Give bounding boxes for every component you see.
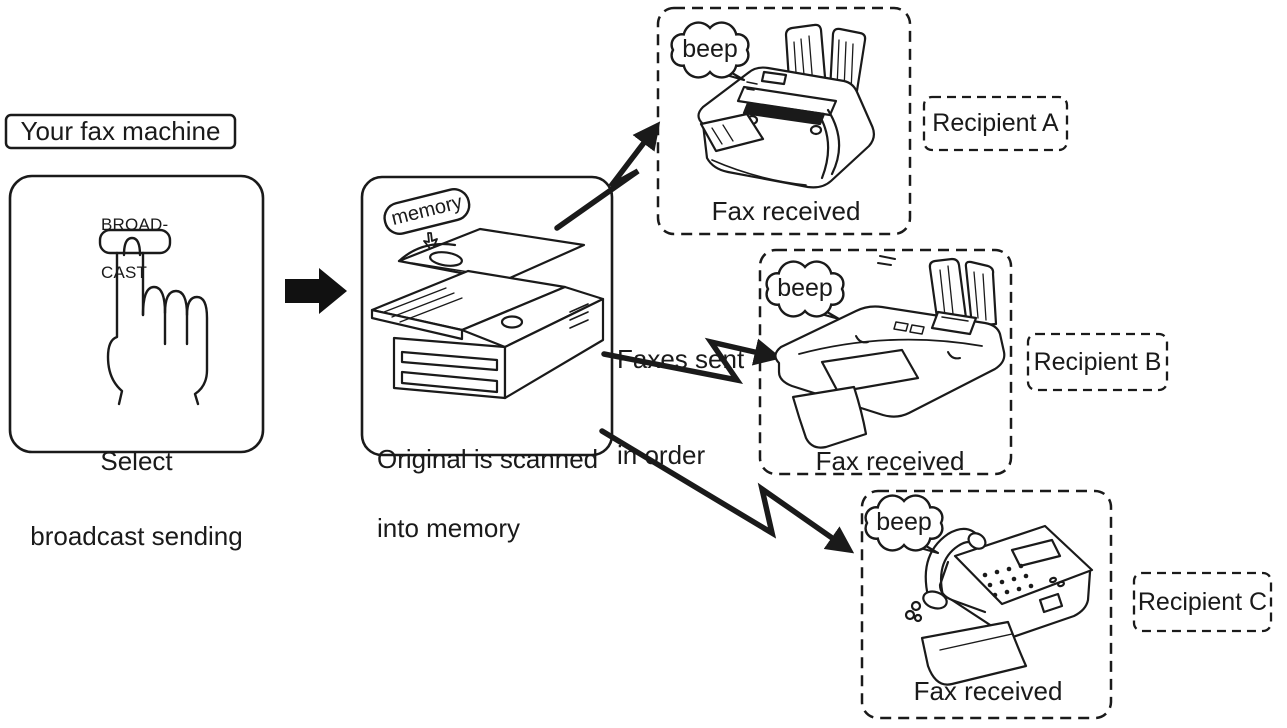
broadcast-line1: BROAD-	[101, 215, 169, 234]
recipient-c-fax-illustration	[904, 524, 1094, 686]
broadcast-button-label: BROAD- CAST	[101, 185, 168, 313]
recipient-c-tag: Recipient C	[1134, 573, 1271, 631]
recipient-c-tag-frame	[1132, 571, 1273, 633]
recipient-a-frame	[656, 6, 912, 236]
source-copier-illustration	[370, 227, 605, 400]
arrow-to-recipient-a	[554, 121, 661, 231]
recipient-c-frame	[860, 489, 1113, 720]
recipient-a-tag-frame	[922, 95, 1069, 152]
select-broadcast-panel-frame	[8, 174, 265, 454]
recipient-c-tag-text: Recipient C	[1137, 587, 1268, 616]
arrow-to-recipient-c	[599, 428, 855, 554]
recipient-a-fax-illustration	[697, 23, 876, 189]
faxes-sent-in-order-caption: Faxes sent in order	[617, 279, 744, 535]
beep-label-a: beep	[682, 34, 738, 63]
arrow-to-recipient-b	[601, 337, 782, 384]
faxes-sent-line2: in order	[617, 440, 706, 470]
faxes-sent-line1: Faxes sent	[617, 344, 745, 374]
recipient-a-tag-text: Recipient A	[932, 109, 1059, 137]
recipient-a-tag: Recipient A	[924, 97, 1067, 150]
recipient-b-tag: Recipient B	[1028, 334, 1167, 390]
your-fax-machine-label: Your fax machine	[6, 115, 235, 148]
beep-label-b: beep	[777, 273, 833, 302]
scanned-caption-line1: Original is scanned	[377, 444, 599, 474]
recipient-b-frame	[758, 248, 1013, 476]
scanned-caption-line2: into memory	[377, 513, 521, 543]
recipient-b-fax-illustration	[774, 255, 1006, 449]
your-fax-machine-frame	[4, 113, 237, 150]
step-arrow-icon	[285, 268, 347, 314]
scanned-into-memory-caption: Original is scanned into memory	[377, 402, 598, 586]
hand-pressing-broadcast-button-illustration	[98, 228, 209, 406]
select-broadcast-caption: Select broadcast sending	[10, 399, 263, 599]
select-caption-line1: Select	[100, 446, 173, 476]
fax-received-label-c: Fax received	[913, 676, 1063, 706]
recipient-b-tag-frame	[1026, 332, 1169, 392]
broadcast-button-icon	[98, 228, 172, 255]
your-fax-machine-text: Your fax machine	[20, 116, 221, 146]
fax-received-label-b: Fax received	[815, 446, 965, 476]
beep-label-c: beep	[876, 507, 932, 536]
select-caption-line2: broadcast sending	[30, 521, 243, 551]
fax-received-label-a: Fax received	[711, 196, 861, 226]
send-arrows	[554, 121, 855, 554]
recipient-b-tag-text: Recipient B	[1033, 347, 1162, 376]
broadcast-line2: CAST	[101, 263, 148, 282]
